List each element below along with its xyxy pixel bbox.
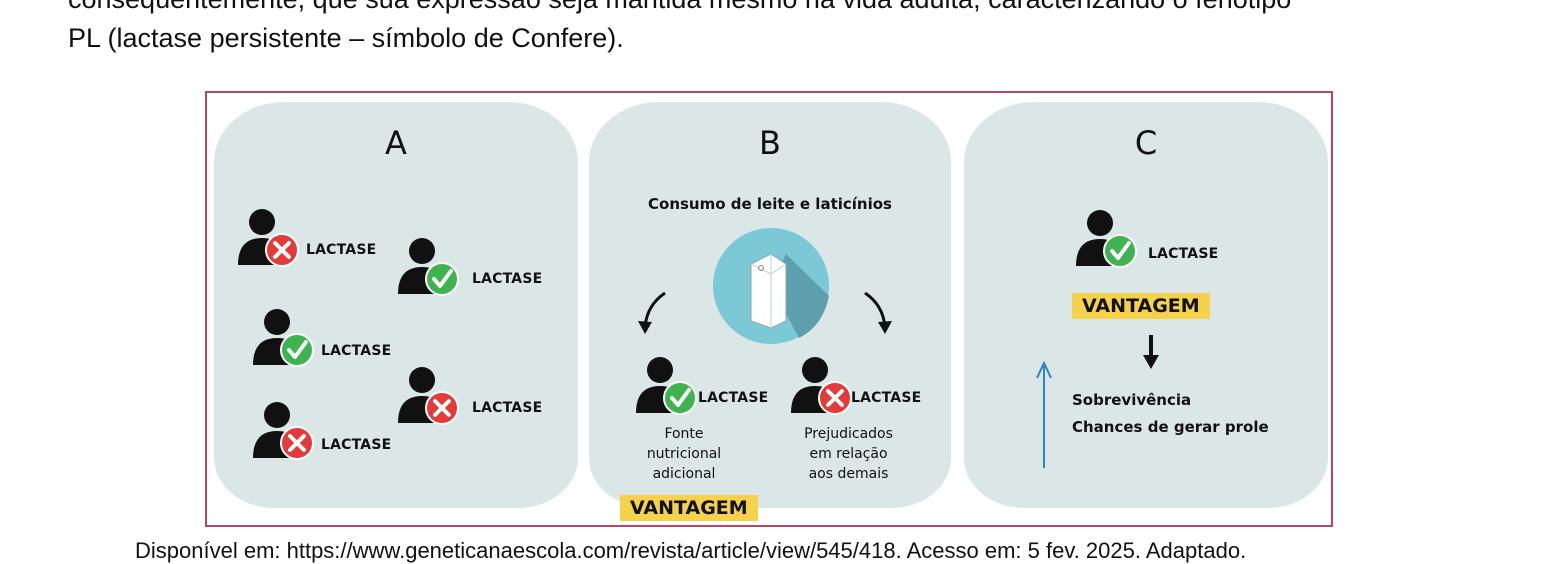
person-check-icon bbox=[636, 357, 697, 415]
person-check-icon bbox=[398, 238, 459, 296]
sobrevivencia-text: Sobrevivência bbox=[1072, 391, 1192, 409]
benefits-text: Sobrevivência Chances de gerar prole bbox=[1072, 387, 1269, 441]
curved-arrow-left-icon bbox=[638, 291, 666, 334]
person-lactase: LACTASE bbox=[396, 236, 542, 301]
panel-b-label: B bbox=[759, 124, 781, 162]
lactase-label: LACTASE bbox=[472, 400, 543, 416]
down-arrow-icon bbox=[1143, 335, 1159, 369]
person-check-icon bbox=[253, 309, 314, 367]
panel-c: C LACTASE VANTAGEM Sobrevivência Chances… bbox=[964, 102, 1328, 508]
panel-a-label: A bbox=[385, 124, 407, 162]
person-x-icon bbox=[398, 367, 459, 425]
person-x-icon bbox=[253, 402, 314, 460]
person-no-lactase: LACTASE bbox=[251, 400, 391, 465]
fonte-line-1: Fonte bbox=[664, 426, 704, 442]
prejudicados-text: Prejudicados em relação aos demais bbox=[791, 424, 906, 484]
fonte-line-3: adicional bbox=[652, 466, 716, 482]
lactase-label: LACTASE bbox=[472, 271, 543, 287]
lactase-label: LACTASE bbox=[851, 390, 922, 406]
panel-c-label: C bbox=[1134, 124, 1158, 162]
person-no-lactase: LACTASE bbox=[789, 355, 921, 420]
person-no-lactase: LACTASE bbox=[236, 207, 376, 272]
lactase-label: LACTASE bbox=[698, 390, 769, 406]
figure-frame: A LACTASE LACTASE bbox=[205, 91, 1333, 527]
lactase-label: LACTASE bbox=[321, 343, 392, 359]
chances-text: Chances de gerar prole bbox=[1072, 418, 1269, 436]
prejudicados-line-1: Prejudicados bbox=[804, 426, 893, 442]
lactase-label: LACTASE bbox=[306, 242, 377, 258]
prejudicados-line-3: aos demais bbox=[808, 466, 889, 482]
fonte-line-2: nutricional bbox=[646, 446, 722, 462]
person-x-icon bbox=[238, 209, 299, 267]
prejudicados-line-2: em relação bbox=[809, 446, 888, 462]
curved-arrow-right-icon bbox=[864, 291, 892, 334]
milk-carton-icon bbox=[713, 228, 829, 344]
person-lactase: LACTASE bbox=[251, 307, 391, 372]
lactase-label: LACTASE bbox=[321, 437, 392, 453]
consumo-heading: Consumo de leite e laticínios bbox=[648, 195, 892, 213]
vantagem-badge-c: VANTAGEM bbox=[1072, 293, 1210, 319]
body-text-line-1: conseqüentemente, que sua expressão seja… bbox=[68, 0, 1291, 15]
source-caption: Disponível em: https://www.geneticanaesc… bbox=[135, 538, 1247, 563]
person-no-lactase: LACTASE bbox=[396, 365, 542, 430]
panel-a: A LACTASE LACTASE bbox=[214, 102, 578, 508]
vantagem-badge-b: VANTAGEM bbox=[620, 495, 758, 521]
body-text-line-2: PL (lactase persistente – símbolo de Con… bbox=[68, 23, 624, 53]
lactase-label: LACTASE bbox=[1148, 246, 1219, 262]
person-lactase: LACTASE bbox=[634, 355, 768, 420]
panel-b: B Consumo de leite e laticínios bbox=[589, 102, 951, 508]
person-check-icon bbox=[1076, 210, 1137, 268]
fonte-nutricional-text: Fonte nutricional adicional bbox=[629, 424, 739, 484]
person-lactase: LACTASE bbox=[1074, 208, 1218, 273]
person-x-icon bbox=[791, 357, 852, 415]
up-arrow-icon bbox=[1036, 360, 1052, 468]
